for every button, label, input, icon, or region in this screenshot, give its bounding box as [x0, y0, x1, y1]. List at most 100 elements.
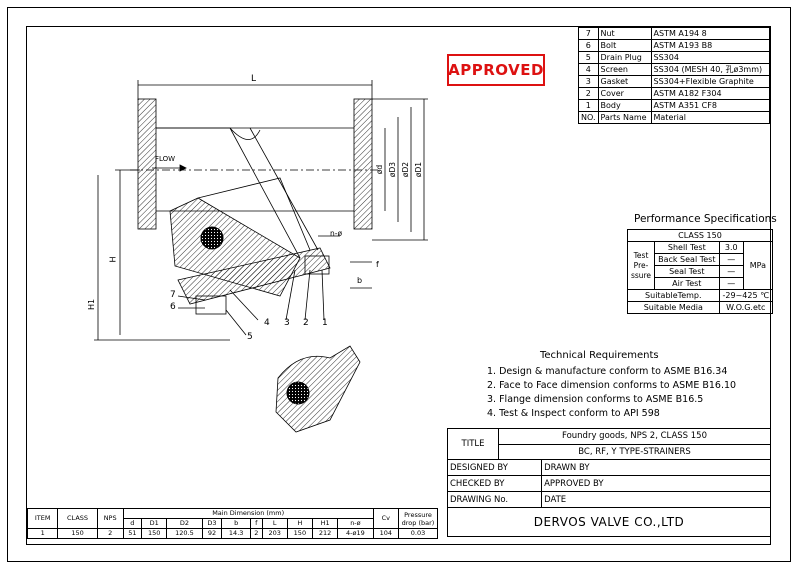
- dim-col-header: b: [221, 518, 251, 529]
- approved-by: APPROVED BY: [541, 475, 771, 492]
- air-test-label: Air Test: [654, 277, 720, 290]
- part-no: 7: [578, 27, 599, 40]
- dim-value: 150: [141, 528, 168, 539]
- dim-value: 212: [311, 528, 339, 539]
- parts-header-no: NO.: [578, 111, 599, 124]
- callout-2: 2: [303, 318, 309, 328]
- part-no: 6: [578, 39, 599, 52]
- dim-col-header: H1: [311, 518, 339, 529]
- label-L: L: [251, 74, 257, 84]
- dim-class: 150: [57, 528, 98, 539]
- label-D3: øD3: [388, 161, 398, 178]
- performance-table: CLASS 150 Test Pre- ssure Shell Test 3.0…: [627, 229, 774, 314]
- parts-header-name: Parts Name: [597, 111, 652, 124]
- shell-test-value: 3.0: [718, 241, 744, 254]
- outer-frame: [7, 7, 791, 562]
- label-flow: FLOW: [155, 155, 176, 163]
- dim-nps: 2: [96, 528, 124, 539]
- part-no: 4: [578, 63, 599, 76]
- media-value: W.O.G.etc: [718, 301, 774, 314]
- callout-1: 1: [322, 318, 328, 328]
- class-header: CLASS: [57, 508, 98, 529]
- approved-stamp: APPROVED: [447, 54, 545, 86]
- requirement-3: 3. Flange dimension conforms to ASME B16…: [487, 394, 704, 405]
- dim-value: 120.5: [166, 528, 203, 539]
- dim-value: 14.3: [221, 528, 251, 539]
- performance-title: Performance Specifications: [634, 213, 777, 225]
- callout-4: 4: [264, 318, 270, 328]
- dim-item: 1: [26, 528, 59, 539]
- nps-header: NPS: [96, 508, 124, 529]
- back-seal-value: —: [718, 253, 744, 266]
- back-seal-label: Back Seal Test: [654, 253, 720, 266]
- requirement-4: 4. Test & Inspect conform to API 598: [487, 408, 660, 419]
- class-cell: CLASS 150: [627, 229, 773, 242]
- label-f: f: [376, 260, 379, 269]
- cv-header: Cv: [372, 508, 400, 529]
- part-material: SS304 (MESH 40, 孔ø3mm): [650, 63, 770, 76]
- part-name: Gasket: [597, 75, 652, 88]
- dim-value: 150: [286, 528, 313, 539]
- part-name: Screen: [597, 63, 652, 76]
- test-label: Test Pre- ssure: [627, 241, 655, 290]
- label-b: b: [357, 276, 363, 285]
- dim-value: 51: [122, 528, 143, 539]
- callout-7: 7: [170, 290, 176, 300]
- dimension-table: ITEM CLASS NPS Main Dimension (mm) Cv Pr…: [26, 508, 438, 539]
- checked-by: CHECKED BY: [446, 475, 543, 492]
- dim-value: 4-ø19: [337, 528, 374, 539]
- part-name: Drain Plug: [597, 51, 652, 64]
- requirement-1: 1. Design & manufacture conform to ASME …: [487, 366, 728, 377]
- date: DATE: [541, 491, 771, 508]
- temp-value: -29~425 ℃: [718, 289, 774, 302]
- dim-col-header: f: [249, 518, 263, 529]
- dim-value: 203: [261, 528, 288, 539]
- callout-6: 6: [170, 302, 176, 312]
- dim-col-header: H: [286, 518, 313, 529]
- dim-value: 2: [249, 528, 263, 539]
- drawn-by: DRAWN BY: [541, 459, 771, 476]
- media-label: Suitable Media: [627, 301, 720, 314]
- requirement-2: 2. Face to Face dimension conforms to AS…: [487, 380, 737, 391]
- company-name: DERVOS VALVE CO.,LTD: [447, 507, 771, 537]
- part-name: Body: [597, 99, 652, 112]
- part-material: ASTM A194 8: [650, 27, 770, 40]
- dim-col-header: d: [122, 518, 143, 529]
- dim-col-header: L: [261, 518, 288, 529]
- part-no: 2: [578, 87, 599, 100]
- part-name: Nut: [597, 27, 652, 40]
- unit-cell: MPa: [742, 241, 774, 290]
- part-material: SS304: [650, 51, 770, 64]
- title-line-1: Foundry goods, NPS 2, CLASS 150: [498, 428, 771, 445]
- part-material: ASTM A182 F304: [650, 87, 770, 100]
- temp-label: SuitableTemp.: [627, 289, 720, 302]
- item-header: ITEM: [26, 508, 59, 529]
- dim-value: 92: [201, 528, 223, 539]
- requirements-title: Technical Requirements: [540, 350, 659, 361]
- label-D1: øD1: [414, 161, 424, 178]
- parts-header-material: Material: [650, 111, 770, 124]
- air-test-value: —: [718, 277, 744, 290]
- part-name: Bolt: [597, 39, 652, 52]
- title-block: TITLE Foundry goods, NPS 2, CLASS 150 BC…: [446, 428, 771, 537]
- label-d: ød: [375, 164, 385, 175]
- label-H1: H1: [87, 298, 97, 311]
- title-label: TITLE: [447, 428, 499, 460]
- label-H: H: [108, 256, 118, 263]
- designed-by: DESIGNED BY: [446, 459, 543, 476]
- seal-test-value: —: [718, 265, 744, 278]
- part-name: Cover: [597, 87, 652, 100]
- drawing-no: DRAWING No.: [446, 491, 543, 508]
- dim-col-header: D2: [166, 518, 203, 529]
- part-material: SS304+Flexible Graphite: [650, 75, 770, 88]
- part-material: ASTM A193 B8: [650, 39, 770, 52]
